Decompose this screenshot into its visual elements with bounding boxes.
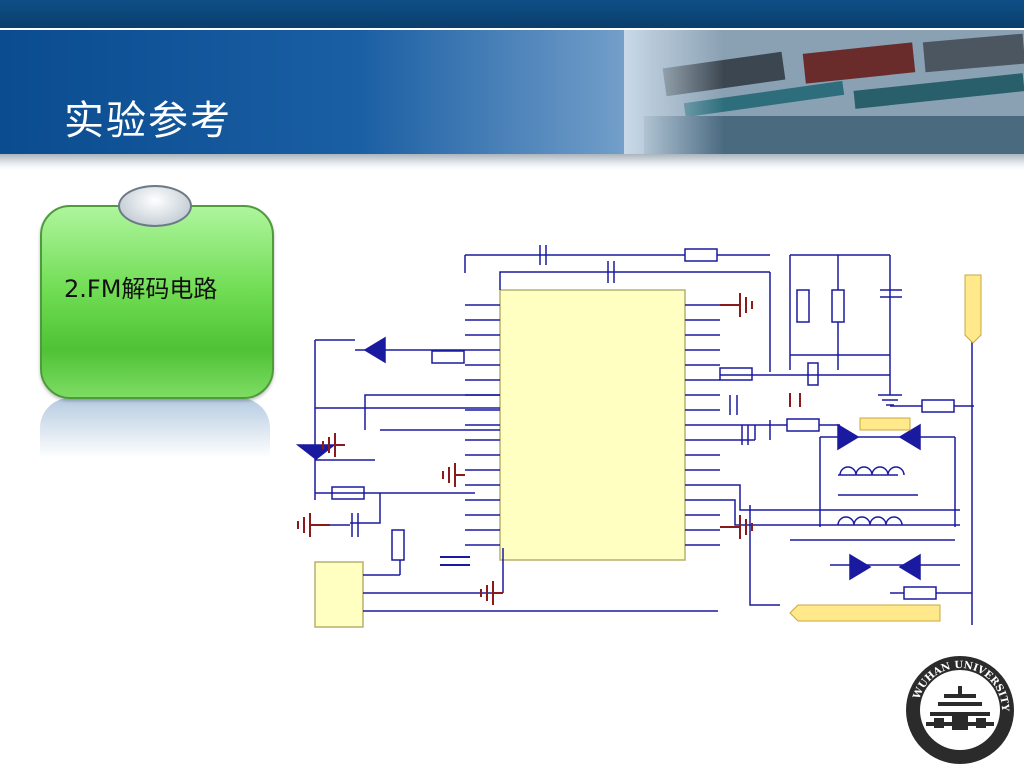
crystal [807,362,819,386]
resistor-right-1 [719,367,753,381]
slide-title: 实验参考 [64,98,232,144]
input-tag-bottom [789,604,941,622]
resistor-bottom [391,529,405,561]
resistor-right-2 [921,399,955,413]
circuit-board-photo [624,30,1024,154]
output-tag-center [859,417,911,431]
resistor-right-v [796,289,810,323]
connector-block [314,561,364,628]
title-banner: 实验参考 [0,30,1024,154]
resistor-right-3 [786,418,820,432]
card-reflection [40,398,270,458]
decoder-ic [499,289,686,561]
fm-decoder-schematic [295,245,982,628]
topic-card: 2.FM解码电路 [40,205,274,399]
card-knob-icon [118,185,192,227]
resistor-left-1 [431,350,465,364]
title-divider [0,154,1024,170]
output-tag-right [964,274,982,344]
thermistor [831,289,845,323]
resistor-right-4 [903,586,937,600]
topic-card-label: 2.FM解码电路 [64,275,218,303]
resistor-top [684,248,718,262]
university-seal: WUHAN UNIVERSITY [906,656,1014,764]
top-bar [0,0,1024,28]
